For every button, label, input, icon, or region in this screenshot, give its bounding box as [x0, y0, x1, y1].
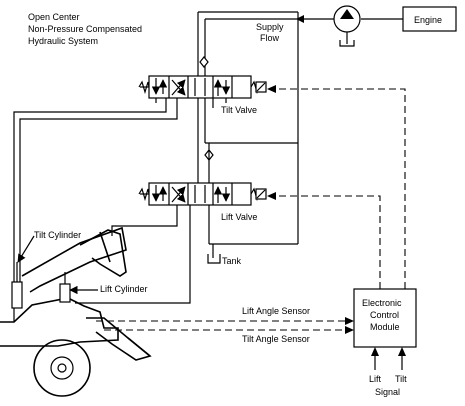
lift-valve [138, 182, 267, 206]
ecm-label-1: Electronic [362, 298, 402, 308]
supply-flow-label-2: Flow [260, 33, 280, 43]
ecm-box [353, 288, 417, 348]
tilt-angle-sensor-label: Tilt Angle Sensor [242, 334, 310, 344]
title-line-3: Hydraulic System [28, 36, 98, 46]
loader-vehicle [0, 226, 152, 397]
lift-angle-sensor-label: Lift Angle Sensor [242, 306, 310, 316]
title-line-1: Open Center [28, 12, 80, 22]
supply-flow-label-1: Supply [256, 22, 284, 32]
tank-label: Tank [222, 256, 242, 266]
tilt-cylinder-label: Tilt Cylinder [34, 230, 81, 240]
ecm-label-2: Control [370, 310, 399, 320]
ecm-label-3: Module [370, 322, 400, 332]
lift-cylinder-label: Lift Cylinder [100, 284, 148, 294]
input-signal-label: Signal [375, 387, 400, 397]
lift-valve-label: Lift Valve [221, 212, 257, 222]
input-lift-label: Lift [369, 374, 382, 384]
tilt-valve-label: Tilt Valve [221, 105, 257, 115]
engine-label: Engine [414, 15, 442, 25]
tilt-valve [138, 75, 267, 103]
pump-symbol [333, 5, 361, 47]
check-valve-top [199, 56, 209, 68]
title-line-2: Non-Pressure Compensated [28, 24, 142, 34]
input-tilt-label: Tilt [395, 374, 407, 384]
